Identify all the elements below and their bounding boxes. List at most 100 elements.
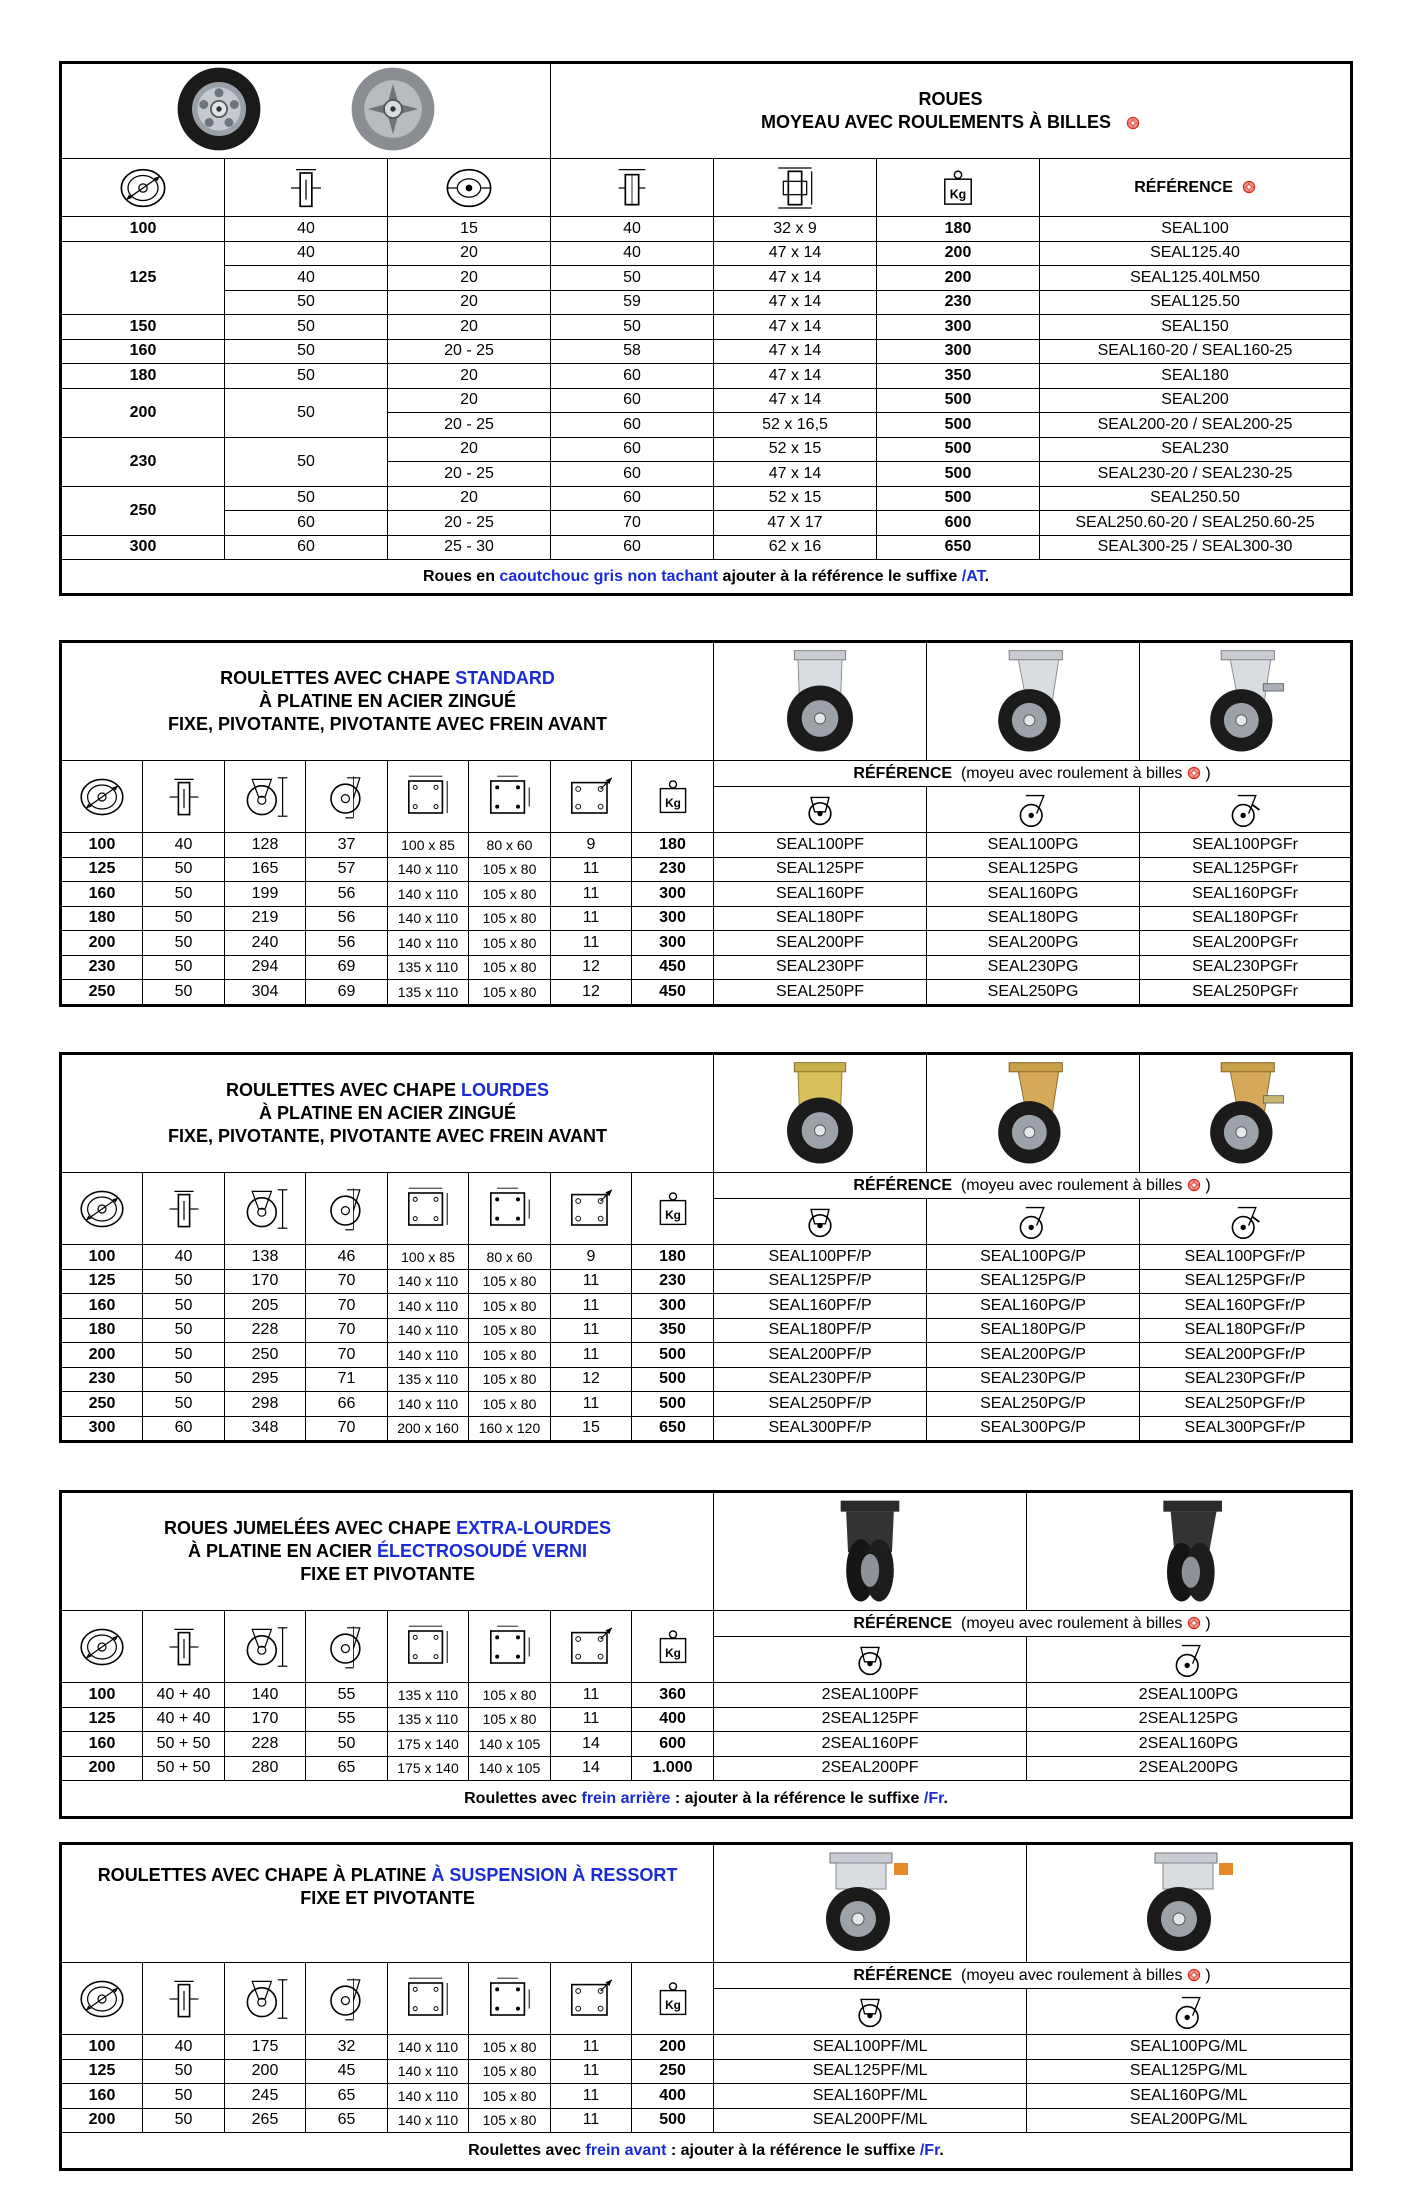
cell-reference: SEAL230PG [926,954,1141,980]
cell-plate-size: 140 x 110 [387,1317,469,1343]
cell-bearing: 47 x 14 [713,338,877,364]
cell-hole-spacing: 105 x 80 [468,2034,551,2060]
cell-reference: SEAL100PGFr/P [1139,1244,1351,1270]
section-title: ROULETTES AVEC CHAPE À PLATINE À SUSPENS… [60,1844,715,1963]
cell-load: 500 [630,1391,715,1417]
cell-load: 200 [876,240,1040,266]
cell-load: 400 [630,1706,715,1732]
cell-width: 50 [224,436,388,487]
cell-height: 240 [224,930,306,956]
total-height-icon [241,1185,289,1233]
cell-width: 50 [142,1317,225,1343]
cell-diameter: 100 [61,1682,143,1708]
cell-bolt-hole: 14 [550,1755,632,1781]
cell-bolt-hole: 11 [550,1317,632,1343]
cell-diameter: 200 [61,2107,143,2133]
wheel-diameter-icon [78,773,126,821]
cell-diameter: 230 [61,436,225,487]
cell-offset: 37 [305,832,388,858]
cell-plate-size: 135 x 110 [387,979,469,1005]
cell-load: 230 [876,289,1040,315]
black-wheel-photo [174,64,264,154]
hole-spacing-icon [486,1975,534,2023]
cell-load: 250 [630,2058,715,2084]
cell-width: 50 + 50 [142,1731,225,1757]
cell-reference: SEAL160PG/P [926,1293,1141,1319]
plate-size-icon [404,1623,452,1671]
cell-load: 360 [630,1682,715,1708]
title-line-3: FIXE, PIVOTANTE, PIVOTANTE AVEC FREIN AV… [168,714,608,734]
ball-bearing-icon [1187,1616,1201,1630]
swivel-caster-icon [1015,1204,1051,1240]
bolt-hole-icon [567,1185,615,1233]
cell-offset: 46 [305,1244,388,1270]
cell-load: 500 [876,412,1040,438]
cell-load: 650 [630,1415,715,1441]
fixed-caster-icon [802,792,838,828]
cell-reference: SEAL230PF [713,954,928,980]
cell-diameter: 100 [61,1244,143,1270]
cell-hub-length: 50 [550,314,714,340]
cell-reference: SEAL180PF/P [713,1317,928,1343]
cell-height: 250 [224,1342,306,1368]
cell-load: 200 [630,2034,715,2060]
section-title: ROULETTES AVEC CHAPE LOURDES À PLATINE E… [60,1054,715,1173]
cell-hole-spacing: 105 x 80 [468,856,551,882]
cell-reference: SEAL100PF/P [713,1244,928,1270]
cell-diameter: 180 [61,905,143,931]
cell-hub-length: 60 [550,485,714,511]
cell-hub-length: 60 [550,412,714,438]
cell-plate-size: 135 x 110 [387,1682,469,1708]
wheel-width-icon [160,1185,208,1233]
fixed-caster-icon [852,1642,888,1678]
cell-load: 300 [630,1293,715,1319]
cell-bolt-hole: 12 [550,979,632,1005]
cell-bearing: 32 x 9 [713,216,877,242]
cell-hole-spacing: 105 x 80 [468,1342,551,1368]
cell-reference: SEAL300PF/P [713,1415,928,1441]
cell-reference: SEAL300-25 / SEAL300-30 [1039,534,1351,560]
cell-height: 165 [224,856,306,882]
cell-reference: SEAL160PGFr [1139,881,1351,907]
cell-bearing: 52 x 16,5 [713,412,877,438]
hub-length-icon [607,163,657,213]
photo-fixed-twin-caster [713,1492,1028,1611]
cell-reference: SEAL125PGFr/P [1139,1268,1351,1294]
bolt-hole-icon [567,773,615,821]
cell-width: 50 [142,881,225,907]
cell-diameter: 230 [61,1366,143,1392]
cell-bolt-hole: 11 [550,2083,632,2109]
cell-plate-size: 140 x 110 [387,2034,469,2060]
cell-plate-size: 100 x 85 [387,832,469,858]
cell-bolt-hole: 14 [550,1731,632,1757]
fixed-caster-icon [802,1204,838,1240]
cell-plate-size: 140 x 110 [387,1391,469,1417]
cell-diameter: 150 [61,314,225,340]
cell-hub-bore: 20 - 25 [387,461,551,487]
title-line-1: ROUES [918,89,983,109]
cell-bearing: 47 x 14 [713,461,877,487]
cell-reference: SEAL180PG [926,905,1141,931]
cell-diameter: 160 [61,338,225,364]
cell-offset: 32 [305,2034,388,2060]
cell-bolt-hole: 11 [550,905,632,931]
cell-load: 180 [876,216,1040,242]
cell-diameter: 125 [61,240,225,315]
reference-header: RÉFÉRENCE (moyeu avec roulement à billes… [713,760,1351,787]
cell-reference: SEAL250PGFr [1139,979,1351,1005]
cell-hub-bore: 20 [387,485,551,511]
cell-load: 500 [876,387,1040,413]
cell-reference: SEAL160-20 / SEAL160-25 [1039,338,1351,364]
plate-size-icon [404,773,452,821]
cell-width: 50 [142,1366,225,1392]
cell-height: 245 [224,2083,306,2109]
cell-plate-size: 140 x 110 [387,930,469,956]
cell-bearing: 47 x 14 [713,363,877,389]
cell-reference: SEAL200-20 / SEAL200-25 [1039,412,1351,438]
